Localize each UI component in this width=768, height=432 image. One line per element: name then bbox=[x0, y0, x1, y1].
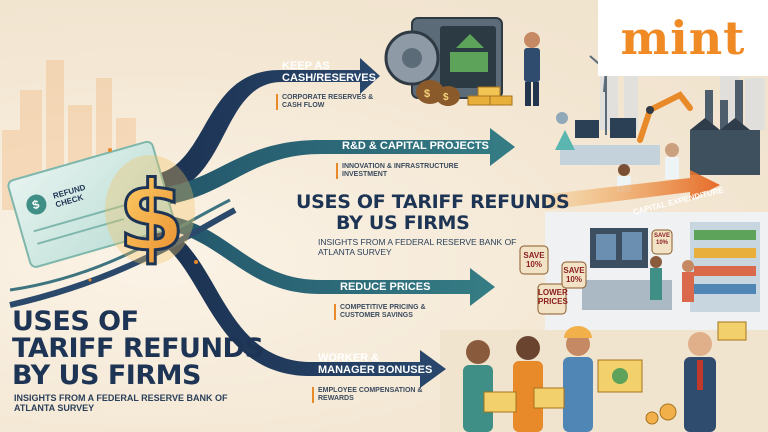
arrow-cash bbox=[150, 58, 380, 195]
coin-icon bbox=[645, 403, 677, 425]
gold-bars-icon bbox=[467, 86, 513, 106]
price-tag-label: SAVE 10% bbox=[523, 251, 545, 269]
arrow-rnd bbox=[160, 128, 515, 205]
envelope-icon bbox=[483, 321, 747, 413]
businessman-figure bbox=[524, 32, 540, 106]
use-detail-bonuses: EMPLOYEE COMPENSATION & REWARDS bbox=[312, 387, 438, 403]
mint-logo: mint bbox=[598, 0, 768, 76]
use-detail-rnd: INNOVATION & INFRASTRUCTURE INVESTMENT bbox=[336, 163, 472, 179]
robot-arm-icon bbox=[637, 91, 693, 143]
arrow-swoosh-left bbox=[9, 207, 237, 308]
page-title: USES OF TARIFF REFUNDS BY US FIRMS bbox=[12, 306, 264, 391]
lab-desk bbox=[555, 112, 679, 192]
money-bag-icon: $ $ bbox=[416, 80, 460, 106]
price-tag-label: SAVE 10% bbox=[563, 266, 585, 284]
vault-icon bbox=[384, 17, 503, 99]
capex-arrow bbox=[540, 170, 720, 210]
flow-arrows bbox=[9, 58, 515, 388]
svg-text:$: $ bbox=[118, 161, 185, 273]
use-detail-cash: CORPORATE RESERVES & CASH FLOW bbox=[276, 94, 392, 110]
factory-icon bbox=[690, 80, 760, 175]
use-detail-prices: COMPETITIVE PRICING & CUSTOMER SAVINGS bbox=[334, 304, 460, 320]
svg-text:$: $ bbox=[424, 88, 430, 100]
use-label-cash: KEEP AS CASH/RESERVES bbox=[282, 60, 376, 84]
worker-figures bbox=[463, 326, 716, 432]
price-tag-label: LOWER PRICES bbox=[538, 288, 568, 306]
store-shelves bbox=[582, 222, 760, 312]
center-subtitle: INSIGHTS FROM A FEDERAL RESERVE BANK OF … bbox=[318, 237, 517, 257]
svg-text:$: $ bbox=[31, 197, 42, 212]
shopper-figures bbox=[650, 256, 694, 302]
page-subtitle: INSIGHTS FROM A FEDERAL RESERVE BANK OF … bbox=[14, 393, 228, 413]
use-label-prices: REDUCE PRICES bbox=[340, 281, 431, 293]
use-label-rnd: R&D & CAPITAL PROJECTS bbox=[342, 140, 489, 152]
use-label-bonuses: WORKER & MANAGER BONUSES bbox=[318, 352, 433, 376]
dollar-sign-icon: $ bbox=[105, 155, 195, 275]
price-tag-label: SAVE 10% bbox=[654, 233, 670, 246]
svg-text:$: $ bbox=[443, 92, 449, 103]
check-dollar-icon bbox=[26, 194, 47, 215]
price-tag-icon bbox=[519, 229, 673, 315]
arrow-swoosh-left-thin bbox=[9, 198, 231, 292]
refund-check: $ bbox=[7, 140, 176, 268]
sparkles bbox=[88, 148, 198, 282]
center-title: USES OF TARIFF REFUNDS BY US FIRMS bbox=[296, 191, 570, 234]
arrow-prices bbox=[160, 215, 495, 306]
